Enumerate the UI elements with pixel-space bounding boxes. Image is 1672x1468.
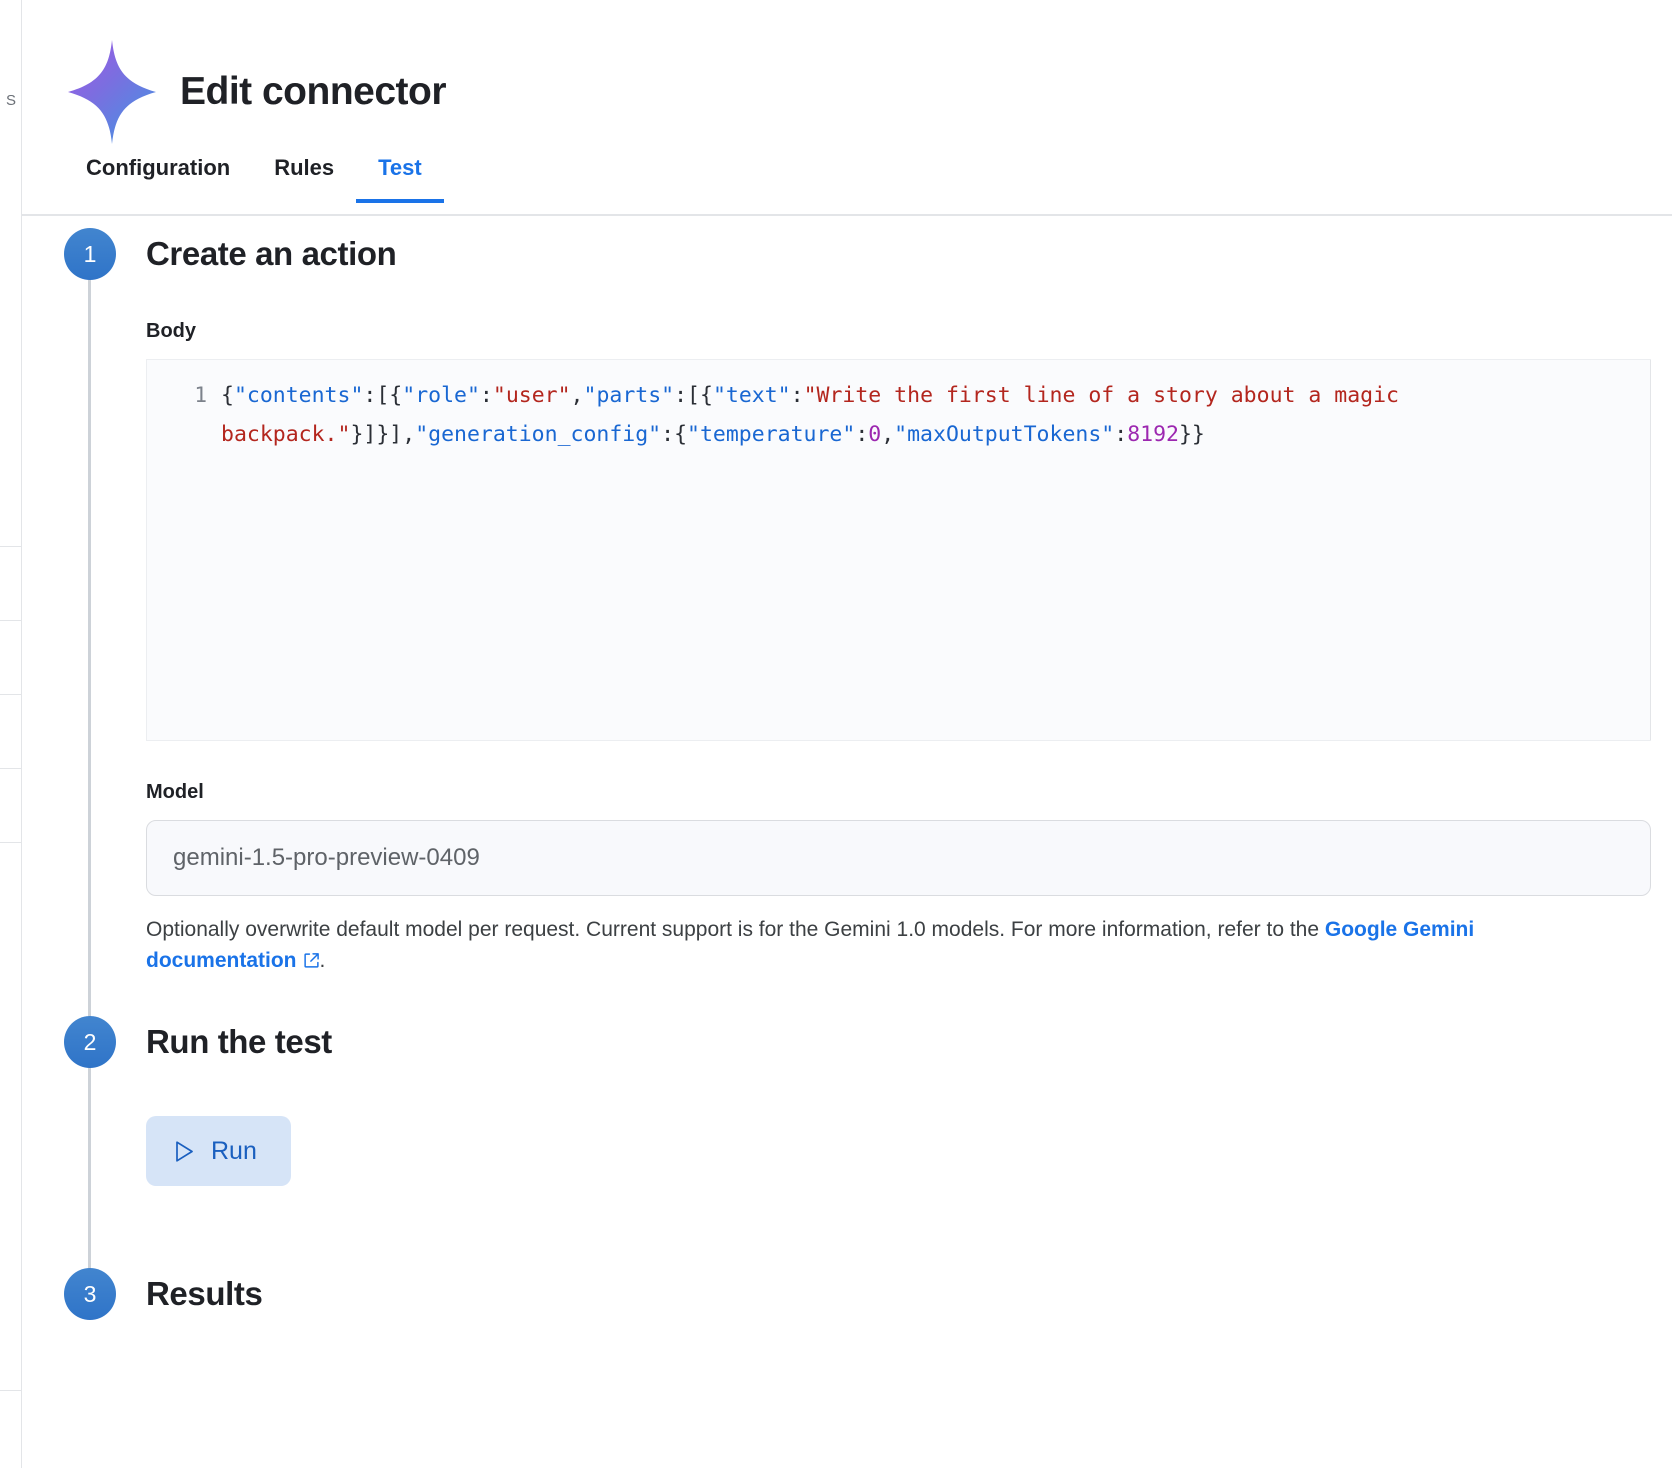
step-create-an-action: 1 Create an action Body 1 {"contents":[{… — [22, 228, 1672, 1030]
model-field-label: Model — [146, 781, 204, 803]
underlying-page-divider — [0, 842, 22, 843]
test-panel-content: 1 Create an action Body 1 {"contents":[{… — [22, 216, 1672, 1398]
model-help-suffix: . — [319, 949, 326, 972]
tab-test[interactable]: Test — [356, 155, 444, 203]
run-button[interactable]: Run — [146, 1116, 291, 1186]
model-input[interactable] — [173, 844, 1624, 872]
run-button-row: Run — [146, 1116, 1672, 1186]
model-help-prefix: Optionally overwrite default model per r… — [146, 918, 1325, 941]
tab-bar: Configuration Rules Test — [64, 155, 444, 203]
underlying-page-edge: S — [0, 0, 22, 1468]
underlying-page-divider — [0, 694, 22, 695]
tab-bar-divider — [22, 214, 1672, 216]
step-title-run-the-test: Run the test — [146, 1023, 332, 1060]
underlying-page-ghost-text: S — [6, 92, 17, 109]
external-link-icon — [297, 949, 320, 972]
tab-rules[interactable]: Rules — [274, 155, 335, 180]
body-code-editor[interactable]: 1 {"contents":[{"role":"user","parts":[{… — [146, 359, 1651, 741]
edit-connector-panel: Edit connector Configuration Rules Test … — [22, 0, 1672, 1468]
gemini-sparkle-icon — [66, 38, 158, 146]
page-title: Edit connector — [180, 70, 447, 113]
code-content[interactable]: {"contents":[{"role":"user","parts":[{"t… — [221, 383, 1412, 447]
panel-header: Edit connector Configuration Rules Test — [22, 0, 1672, 218]
step-run-the-test: 2 Run the test Run — [22, 1016, 1672, 1282]
tab-configuration[interactable]: Configuration — [86, 155, 231, 180]
step-results: 3 Results — [22, 1268, 1672, 1398]
step-badge-3: 3 — [64, 1268, 116, 1320]
underlying-page-divider — [0, 546, 22, 547]
google-gemini-documentation-link[interactable]: Google Gemini documentation — [146, 918, 1475, 972]
underlying-page-divider — [0, 1390, 22, 1391]
body-field-label: Body — [146, 320, 196, 342]
underlying-page-divider — [0, 620, 22, 621]
step-badge-2: 2 — [64, 1016, 116, 1068]
play-icon — [174, 1140, 195, 1163]
underlying-page-divider — [0, 768, 22, 769]
step-badge-1: 1 — [64, 228, 116, 280]
code-line-numbers: 1 — [194, 383, 207, 407]
step-title-results: Results — [146, 1275, 263, 1312]
step-connector-rail — [88, 1042, 91, 1282]
panel-title-row: Edit connector — [66, 38, 447, 146]
step-connector-rail — [88, 254, 91, 1030]
model-help-text: Optionally overwrite default model per r… — [146, 914, 1606, 976]
model-field-block: Model Optionally overwrite default model… — [146, 781, 1672, 976]
body-field-block: Body 1 {"contents":[{"role":"user","part… — [146, 320, 1672, 741]
run-button-label: Run — [211, 1136, 257, 1165]
model-input-wrapper[interactable] — [146, 820, 1651, 896]
code-editor-right-edge — [1650, 360, 1651, 740]
step-title-create-an-action: Create an action — [146, 235, 397, 272]
